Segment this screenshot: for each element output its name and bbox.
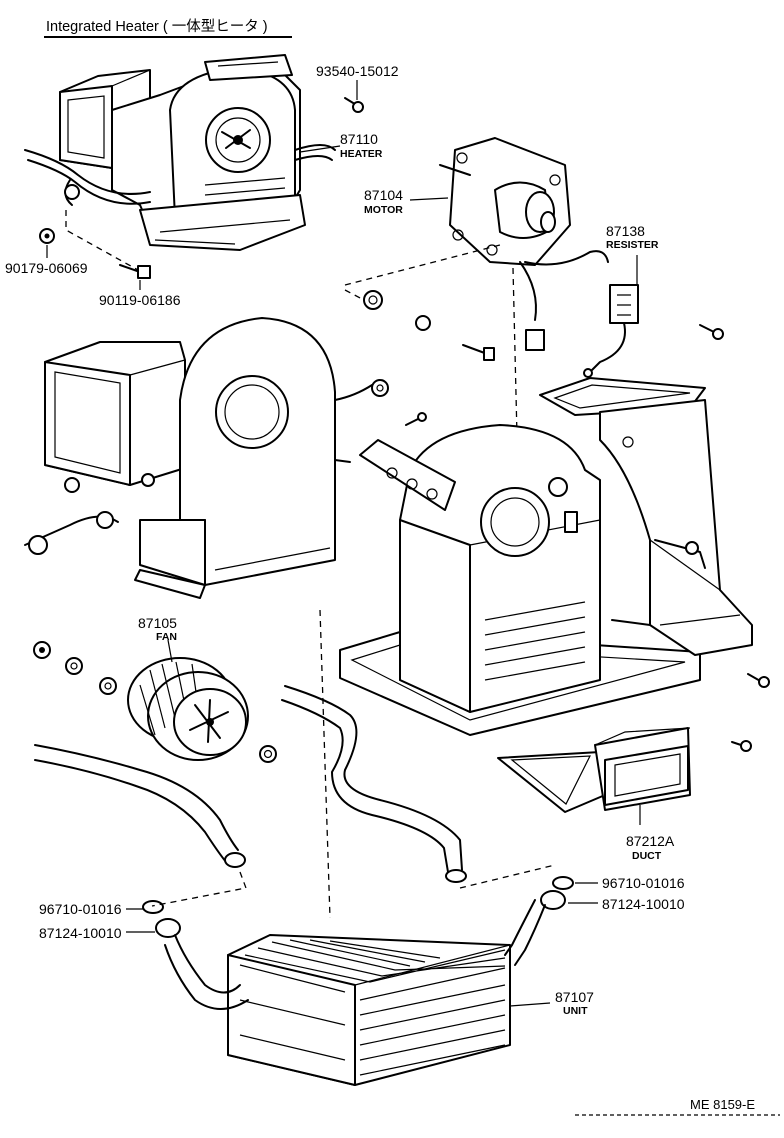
right-housing-illustration bbox=[539, 377, 753, 656]
part-number: 87138 bbox=[606, 223, 645, 239]
heater-assembly-illustration bbox=[24, 54, 336, 251]
part-label-87105: 87105 FAN bbox=[138, 615, 177, 643]
heater-core-illustration bbox=[164, 899, 546, 1086]
part-number: 87107 bbox=[555, 989, 594, 1005]
left-housing-illustration bbox=[24, 317, 373, 599]
part-number: 87104 bbox=[364, 187, 403, 203]
part-number: 90179-06069 bbox=[5, 260, 88, 276]
part-label-87107: 87107 UNIT bbox=[555, 989, 594, 1017]
fan-illustration bbox=[127, 657, 249, 761]
part-number: 96710-01016 bbox=[39, 901, 122, 917]
part-label-96710-right: 96710-01016 bbox=[602, 875, 685, 891]
small-fasteners bbox=[33, 97, 770, 938]
part-label-87110: 87110 HEATER bbox=[340, 131, 383, 160]
part-name: MOTOR bbox=[364, 204, 403, 216]
hoses-illustration bbox=[34, 685, 556, 907]
part-label-87124-left: 87124-10010 bbox=[39, 925, 122, 941]
part-label-90179: 90179-06069 bbox=[5, 260, 88, 276]
center-housing-illustration bbox=[319, 424, 701, 919]
motor-illustration bbox=[439, 137, 609, 521]
part-number: 87124-10010 bbox=[602, 896, 685, 912]
footer-code: ME 8159-E bbox=[690, 1097, 755, 1112]
part-name: UNIT bbox=[563, 1005, 588, 1017]
part-number: 87105 bbox=[138, 615, 177, 631]
part-number: 87124-10010 bbox=[39, 925, 122, 941]
diagram-title: Integrated Heater ( 一体型ヒータ ) bbox=[46, 18, 268, 35]
part-label-87138: 87138 RESISTER bbox=[606, 223, 659, 251]
part-label-93540: 93540-15012 bbox=[316, 63, 399, 79]
resister-illustration bbox=[583, 284, 639, 378]
part-number: 87110 bbox=[340, 131, 378, 147]
part-name: DUCT bbox=[632, 850, 662, 862]
part-number: 90119-06186 bbox=[99, 292, 181, 308]
duct-illustration bbox=[497, 727, 691, 813]
part-label-96710-left: 96710-01016 bbox=[39, 901, 122, 917]
part-label-87104: 87104 MOTOR bbox=[364, 187, 403, 216]
leader-lines bbox=[46, 80, 641, 1007]
part-number: 87212A bbox=[626, 833, 675, 849]
part-name: RESISTER bbox=[606, 239, 659, 251]
part-name: FAN bbox=[156, 631, 177, 643]
part-number: 93540-15012 bbox=[316, 63, 399, 79]
part-name: HEATER bbox=[340, 148, 383, 160]
part-label-90119: 90119-06186 bbox=[99, 292, 181, 308]
part-label-87212A: 87212A DUCT bbox=[626, 833, 675, 862]
part-number: 96710-01016 bbox=[602, 875, 685, 891]
part-label-87124-right: 87124-10010 bbox=[602, 896, 685, 912]
